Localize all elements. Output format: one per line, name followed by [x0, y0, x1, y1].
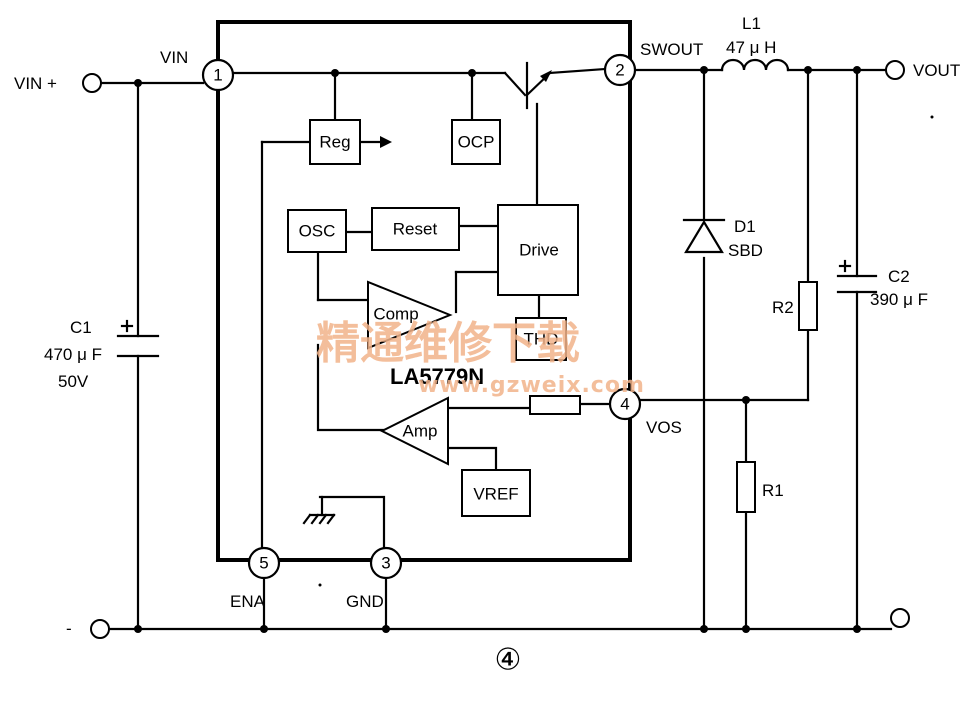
ground-terminal-left — [90, 619, 110, 639]
pin-4-number: 4 — [620, 395, 629, 414]
internal-resistor — [529, 395, 581, 415]
resistor-r1-symbol — [736, 461, 756, 513]
input-rail — [99, 81, 205, 631]
ocp-label: OCP — [458, 133, 495, 152]
amplifier-symbol — [379, 396, 449, 466]
capacitor-c1-symbol — [116, 319, 160, 358]
comp-label: Comp — [373, 305, 418, 324]
enable-wiring — [260, 140, 312, 631]
ground-terminal-right — [890, 608, 910, 628]
l1-ref: L1 — [742, 14, 761, 33]
reg-output-arrow — [358, 136, 392, 148]
watermark-title: 精通维修下载 — [316, 318, 580, 369]
vout-label: VOUT — [913, 61, 960, 80]
pin-5-circle — [247, 546, 281, 580]
inductor-l1-symbol — [720, 58, 790, 72]
reg-label: Reg — [319, 133, 350, 152]
resistor-r2-symbol — [798, 281, 818, 331]
pin-2-name: SWOUT — [640, 40, 703, 59]
pass-transistor-symbol — [503, 61, 607, 207]
reset-block — [371, 207, 460, 251]
output-wiring — [633, 68, 889, 631]
ic-outline — [216, 20, 632, 562]
vref-label: VREF — [473, 485, 518, 504]
figure-label: ④ — [495, 643, 522, 678]
junction-dots — [134, 66, 934, 633]
c1-value: 470 μ F — [44, 345, 102, 364]
pin-1-number: 1 — [213, 66, 222, 85]
vout-terminal — [885, 60, 905, 80]
pin-3-name: GND — [346, 592, 384, 611]
vin-plus-label: VIN + — [14, 74, 57, 93]
pin-4-circle — [608, 387, 642, 421]
r1-ref: R1 — [762, 481, 784, 500]
c2-ref: C2 — [888, 267, 910, 286]
d1-type: SBD — [728, 241, 763, 260]
minus-label: - — [66, 619, 72, 638]
amp-label: Amp — [403, 422, 438, 441]
control-wiring — [316, 224, 612, 472]
comparator-symbol — [367, 280, 453, 350]
pin-4-name: VOS — [646, 418, 682, 437]
c1-ref: C1 — [70, 318, 92, 337]
reg-block — [309, 119, 361, 165]
pin-2-circle — [603, 53, 637, 87]
diode-d1-symbol — [682, 218, 726, 254]
ground-symbol — [302, 495, 388, 631]
osc-label: OSC — [299, 222, 336, 241]
d1-ref: D1 — [734, 217, 756, 236]
l1-value: 47 μ H — [726, 38, 776, 57]
pin-5-name: ENA — [230, 592, 266, 611]
pin-3-circle — [369, 546, 403, 580]
vin-internal-wiring — [231, 71, 507, 122]
watermark-url: www.gzweix.com — [418, 373, 645, 398]
vref-block — [461, 469, 531, 517]
chip-name: LA5779N — [390, 364, 484, 389]
thd-block — [515, 317, 567, 361]
drive-label: Drive — [519, 241, 559, 260]
pin-1-circle — [201, 58, 235, 92]
vin-terminal — [82, 73, 102, 93]
thd-label: THD — [524, 330, 559, 349]
pin-3-number: 3 — [381, 554, 390, 573]
pin-2-number: 2 — [615, 61, 624, 80]
drive-block — [497, 204, 579, 296]
capacitor-c2-symbol — [836, 259, 878, 294]
ocp-block — [451, 119, 501, 165]
c1-rating: 50V — [58, 372, 89, 391]
r2-ref: R2 — [772, 298, 794, 317]
c2-value: 390 μ F — [870, 290, 928, 309]
pin-5-number: 5 — [259, 554, 268, 573]
osc-block — [287, 209, 347, 253]
reset-label: Reset — [393, 220, 438, 239]
pin-1-name: VIN — [160, 48, 188, 67]
